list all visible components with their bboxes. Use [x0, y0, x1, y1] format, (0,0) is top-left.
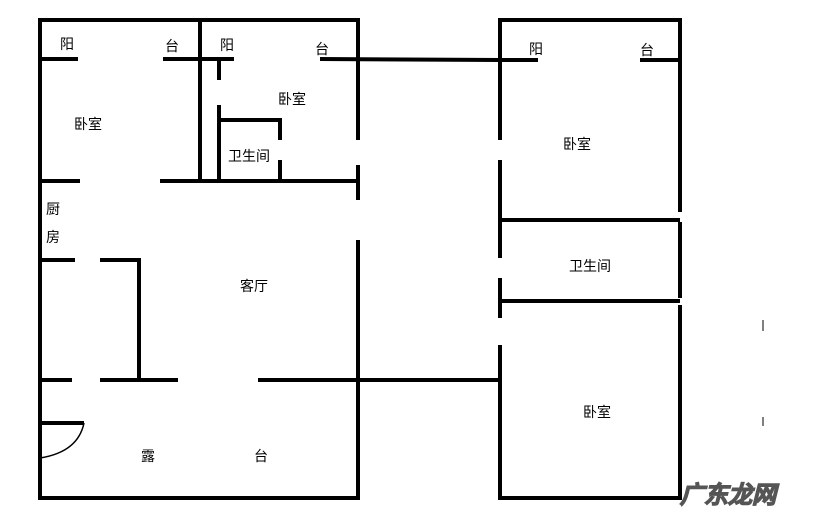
terrace-label-a: 露 — [141, 449, 155, 465]
kitchen-label-a: 厨 — [46, 202, 60, 218]
right-bathroom-label: 卫生间 — [569, 259, 611, 275]
right-bedroom-bottom-label: 卧室 — [583, 404, 611, 421]
balcony-2-label-a: 阳 — [220, 38, 234, 54]
walls — [38, 18, 764, 500]
balcony-1-label-b: 台 — [165, 39, 179, 55]
right-bedroom-top-label: 卧室 — [563, 136, 591, 153]
room-labels: 阳 台 阳 台 卧室 卧室 卫生间 厨 房 客厅 露 台 阳 台 卧室 卫生间 … — [46, 37, 654, 465]
right-balcony-label-a: 阳 — [529, 42, 543, 58]
bathroom-label: 卫生间 — [228, 149, 270, 165]
balcony-2-label-b: 台 — [315, 42, 329, 58]
kitchen-label-b: 房 — [46, 230, 60, 246]
terrace-label-b: 台 — [254, 449, 268, 465]
bedroom-1-label: 卧室 — [74, 116, 102, 133]
balcony-1-label-a: 阳 — [60, 37, 74, 53]
door-swing-arc — [39, 422, 85, 459]
right-balcony-label-b: 台 — [640, 43, 654, 59]
living-room-label: 客厅 — [240, 278, 268, 295]
watermark: 广东龙网 — [680, 481, 780, 509]
bedroom-2-label: 卧室 — [278, 91, 306, 108]
